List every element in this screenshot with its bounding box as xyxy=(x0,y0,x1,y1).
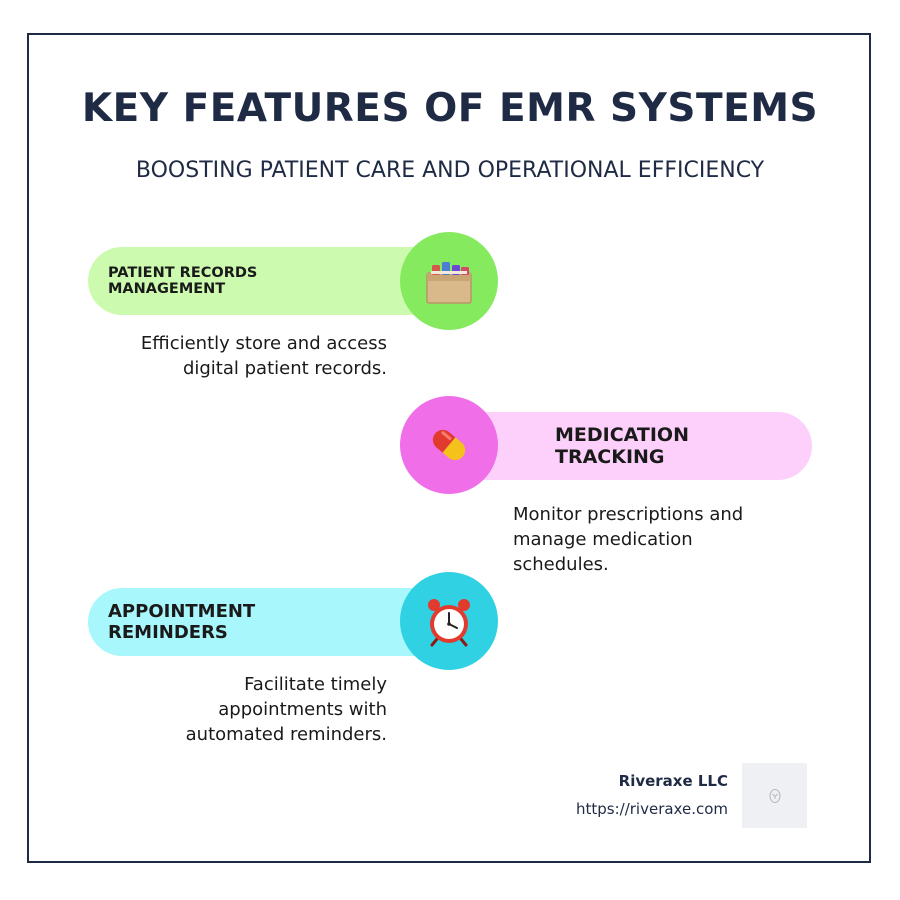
desc-line: Monitor prescriptions and xyxy=(513,504,744,525)
desc-line: digital patient records. xyxy=(182,358,387,379)
pill-capsule-icon xyxy=(432,429,466,461)
desc-line: Efficiently store and access xyxy=(140,333,387,354)
page-subtitle: BOOSTING PATIENT CARE AND OPERATIONAL EF… xyxy=(135,158,765,183)
feature-circle-patient-records xyxy=(400,232,498,330)
feature-desc-patient-records: Efficiently store and access digital pat… xyxy=(87,331,387,381)
feature-pill-medication-tracking: MEDICATION TRACKING xyxy=(440,412,812,480)
file-box-icon xyxy=(426,262,472,304)
feature-circle-appointment-reminders xyxy=(400,572,498,670)
desc-line: appointments with xyxy=(218,699,387,720)
logo-mark-icon xyxy=(769,788,780,803)
footer-company-name: Riveraxe LLC xyxy=(618,772,728,790)
company-logo xyxy=(742,763,807,828)
feature-desc-medication-tracking: Monitor prescriptions and manage medicat… xyxy=(513,502,813,577)
footer-url-link[interactable]: https://riveraxe.com xyxy=(575,800,728,818)
desc-line: schedules. xyxy=(513,554,609,575)
alarm-clock-icon xyxy=(428,599,470,647)
feature-pill-patient-records: PATIENT RECORDS MANAGEMENT xyxy=(88,247,458,315)
desc-line: automated reminders. xyxy=(185,724,387,745)
desc-line: Facilitate timely xyxy=(244,674,387,695)
feature-label-patient-records: PATIENT RECORDS MANAGEMENT xyxy=(108,265,258,297)
desc-line: manage medication xyxy=(513,529,693,550)
feature-label-appointment-reminders: APPOINTMENT REMINDERS xyxy=(108,601,256,643)
feature-circle-medication-tracking xyxy=(400,396,498,494)
feature-pill-appointment-reminders: APPOINTMENT REMINDERS xyxy=(88,588,458,656)
feature-desc-appointment-reminders: Facilitate timely appointments with auto… xyxy=(87,672,387,747)
feature-label-medication-tracking: MEDICATION TRACKING xyxy=(555,424,689,468)
page-title: KEY FEATURES OF EMR SYSTEMS xyxy=(81,86,819,131)
